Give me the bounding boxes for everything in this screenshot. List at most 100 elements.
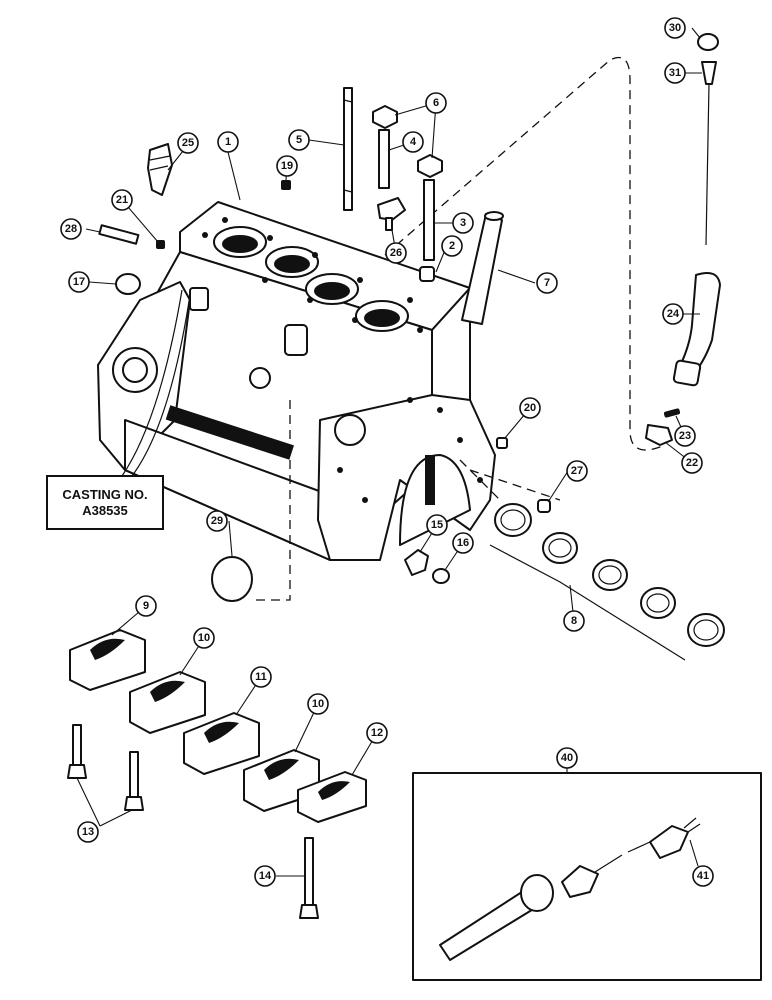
svg-text:5: 5 (296, 134, 302, 146)
casting-label-line1: CASTING NO. (62, 486, 148, 502)
stud-4 (378, 129, 390, 189)
callout-15: 15 (426, 514, 448, 536)
block-heater (439, 817, 701, 961)
svg-text:40: 40 (561, 752, 573, 764)
cam-bushings-8 (494, 503, 725, 647)
callout-2: 2 (441, 235, 463, 257)
svg-text:6: 6 (433, 97, 439, 109)
svg-text:27: 27 (571, 465, 583, 477)
plug-17 (115, 273, 141, 295)
nut-6-right (417, 154, 443, 178)
callout-6: 6 (425, 92, 447, 114)
callout-12: 12 (366, 722, 388, 744)
bearing-cap-10a (129, 671, 206, 734)
svg-text:25: 25 (182, 137, 194, 149)
callout-41: 41 (692, 865, 714, 887)
callout-11: 11 (250, 666, 272, 688)
bearing-cap-12 (297, 771, 367, 823)
svg-text:19: 19 (281, 160, 293, 172)
svg-text:29: 29 (211, 515, 223, 527)
svg-text:14: 14 (259, 870, 272, 882)
stud-28 (98, 224, 140, 245)
svg-text:11: 11 (255, 671, 267, 683)
washer-16 (432, 568, 450, 584)
cylinder-block (97, 201, 496, 561)
casting-leader-line (121, 289, 183, 477)
plug-20 (496, 437, 508, 449)
tube-7 (461, 211, 504, 325)
callout-27: 27 (566, 460, 588, 482)
callout-19: 19 (276, 155, 298, 177)
callout-9: 9 (135, 595, 157, 617)
svg-text:41: 41 (697, 870, 709, 882)
callout-5: 5 (288, 129, 310, 151)
callout-22: 22 (681, 452, 703, 474)
svg-text:12: 12 (371, 727, 383, 739)
nut-6-left (372, 105, 398, 129)
fitting-25 (147, 143, 173, 196)
plug-19 (281, 180, 291, 190)
fitting-22 (645, 424, 673, 446)
bolt-13b (124, 751, 144, 811)
svg-text:8: 8 (571, 615, 577, 627)
svg-text:2: 2 (449, 240, 455, 252)
callout-26: 26 (385, 242, 407, 264)
callout-17: 17 (68, 271, 90, 293)
bolt-14 (299, 837, 319, 919)
callout-25: 25 (177, 132, 199, 154)
fitting-26 (377, 197, 406, 231)
svg-text:28: 28 (65, 223, 77, 235)
svg-text:21: 21 (116, 194, 128, 206)
svg-text:26: 26 (390, 247, 402, 259)
callout-40: 40 (556, 747, 578, 769)
callout-24: 24 (662, 303, 684, 325)
callout-16: 16 (452, 532, 474, 554)
svg-text:13: 13 (82, 826, 94, 838)
callout-13: 13 (77, 821, 99, 843)
svg-text:10: 10 (198, 632, 210, 644)
callout-10b: 10 (307, 693, 329, 715)
plug-15 (404, 549, 429, 576)
callout-21: 21 (111, 189, 133, 211)
dipstick-31 (697, 33, 719, 246)
dipstick-tube-24 (672, 272, 721, 387)
callout-28: 28 (60, 218, 82, 240)
callout-29: 29 (206, 510, 228, 532)
callout-1: 1 (217, 131, 239, 153)
svg-text:22: 22 (686, 457, 698, 469)
callout-23: 23 (674, 425, 696, 447)
svg-text:1: 1 (225, 136, 231, 148)
bolt-13a (67, 724, 87, 779)
casting-number-label: CASTING NO. A38535 (46, 475, 164, 530)
callout-4: 4 (402, 131, 424, 153)
callout-30: 30 (664, 17, 686, 39)
dowel-2 (419, 266, 435, 282)
seal-23 (663, 408, 681, 418)
callout-10a: 10 (193, 627, 215, 649)
dowel-27 (537, 499, 551, 513)
svg-text:31: 31 (669, 67, 681, 79)
callout-8: 8 (563, 610, 585, 632)
bearing-cap-11 (183, 712, 260, 775)
svg-text:24: 24 (667, 308, 680, 320)
plug-21 (156, 240, 165, 249)
svg-text:15: 15 (431, 519, 443, 531)
callout-20: 20 (519, 397, 541, 419)
plug-29 (211, 556, 253, 602)
svg-text:7: 7 (544, 277, 550, 289)
svg-text:3: 3 (460, 217, 466, 229)
svg-text:4: 4 (410, 136, 417, 148)
callout-3: 3 (452, 212, 474, 234)
svg-text:10: 10 (312, 698, 324, 710)
svg-text:16: 16 (457, 537, 469, 549)
bearing-cap-9 (69, 629, 146, 691)
callout-7: 7 (536, 272, 558, 294)
svg-text:23: 23 (679, 430, 691, 442)
casting-label-line2: A38535 (82, 502, 128, 518)
svg-text:30: 30 (669, 22, 681, 34)
stud-3 (423, 179, 435, 261)
callout-31: 31 (664, 62, 686, 84)
stud-5 (343, 87, 353, 211)
svg-text:20: 20 (524, 402, 536, 414)
